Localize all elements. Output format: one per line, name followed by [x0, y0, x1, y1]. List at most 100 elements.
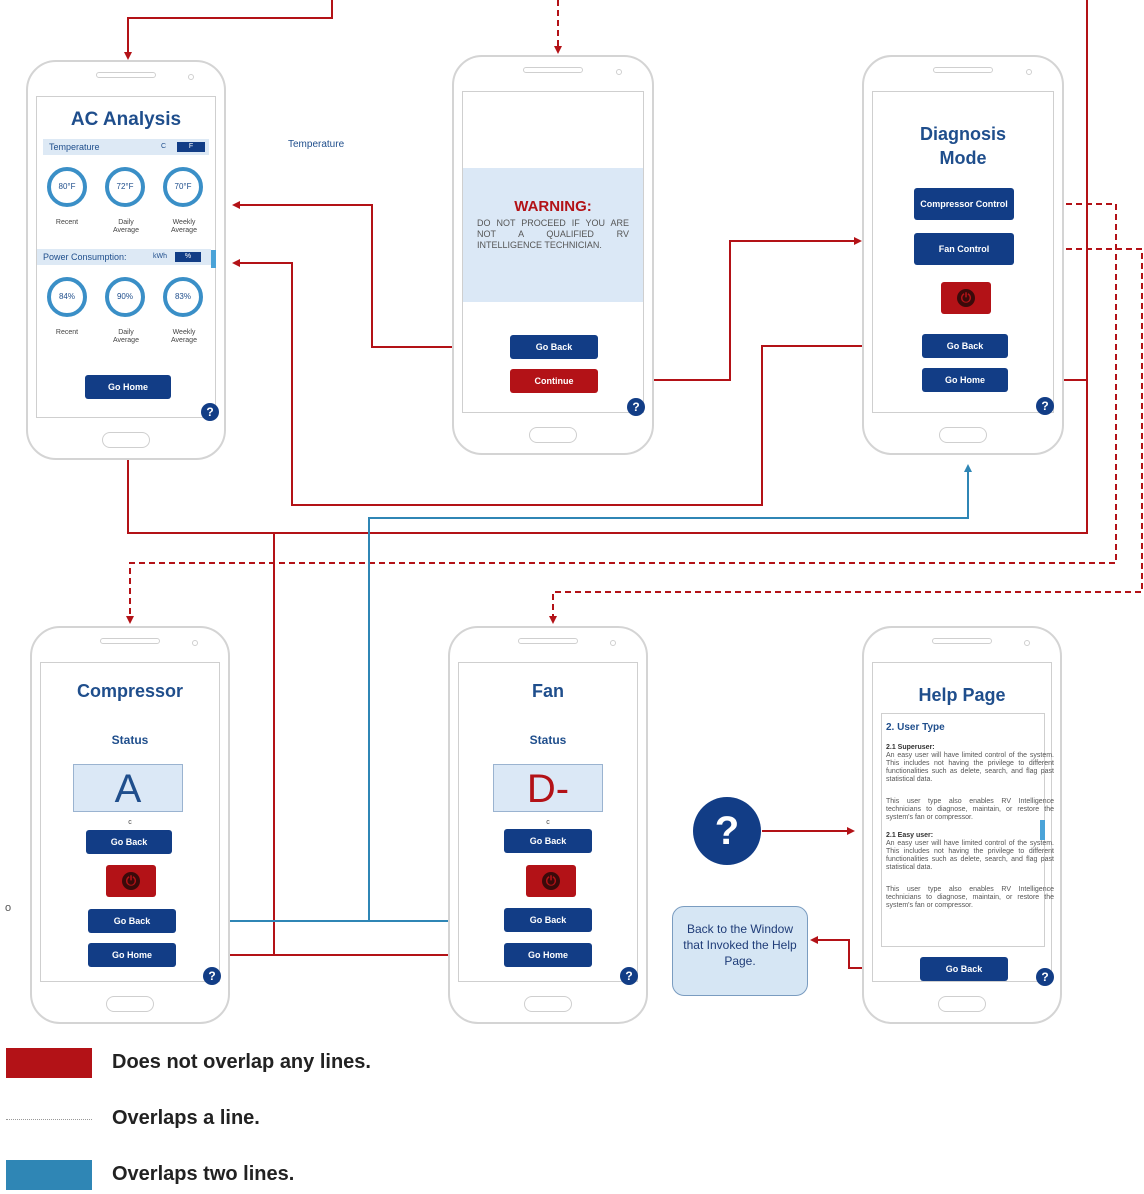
unit-f-toggle[interactable]: F	[177, 142, 205, 152]
warning-panel: WARNING: DO NOT PROCEED IF YOU ARE NOT A…	[463, 168, 643, 302]
go-back-button[interactable]: Go Back	[88, 909, 176, 933]
unit-c-toggle[interactable]: C	[161, 143, 167, 150]
go-back-button[interactable]: Go Back	[510, 335, 598, 359]
home-key[interactable]	[524, 996, 572, 1012]
power-icon: ⏻	[122, 872, 140, 890]
go-back-button[interactable]: Go Back	[922, 334, 1008, 358]
speaker-slot	[518, 638, 578, 644]
gauge-recent-temp: 80°F	[47, 167, 87, 207]
speaker-slot	[933, 67, 993, 73]
gauge-label: Recent	[55, 329, 79, 336]
power-icon: ⏻	[957, 289, 975, 307]
warning-screen: WARNING: DO NOT PROCEED IF YOU ARE NOT A…	[462, 91, 644, 413]
gauge-label: Recent	[55, 219, 79, 226]
scrollbar[interactable]	[211, 250, 216, 268]
gauge-weekly-power: 83%	[163, 277, 203, 317]
status-label: Status	[529, 733, 567, 747]
line-diagnosis-back-to-ac	[232, 259, 922, 506]
gauge-label: Daily Average	[113, 219, 139, 234]
legend-swatch-dotted	[6, 1119, 92, 1120]
line-compressor-control	[126, 203, 1117, 624]
continue-button[interactable]: Continue	[510, 369, 598, 393]
gauge-recent-power: 84%	[47, 277, 87, 317]
help-icon[interactable]: ?	[201, 403, 219, 421]
line-warning-back-to-ac	[232, 201, 508, 348]
line-fan-control	[549, 248, 1143, 624]
unit-kwh-toggle[interactable]: kWh	[153, 253, 167, 260]
phone-warning: WARNING: DO NOT PROCEED IF YOU ARE NOT A…	[452, 55, 654, 455]
camera-dot	[1026, 69, 1032, 75]
stray-mark: o	[5, 902, 12, 914]
fan-screen: Fan Status D- c	[458, 662, 638, 982]
status-label: Status	[111, 733, 149, 747]
home-key[interactable]	[102, 432, 150, 448]
power-button[interactable]: ⏻	[941, 282, 991, 314]
go-home-button[interactable]: Go Home	[504, 943, 592, 967]
phone-compressor: Compressor Status A c	[30, 626, 230, 1024]
help-icon[interactable]: ?	[627, 398, 645, 416]
compressor-control-button[interactable]: Compressor Control	[914, 188, 1014, 220]
legend-label: Does not overlap any lines.	[112, 1051, 371, 1073]
unit-pct-toggle[interactable]: %	[175, 252, 201, 262]
help-icon[interactable]: ?	[1036, 968, 1054, 986]
warning-body: DO NOT PROCEED IF YOU ARE NOT A QUALIFIE…	[477, 218, 629, 250]
help-paragraph: This user type also enables RV Intellige…	[886, 886, 1054, 909]
help-paragraph: This user type also enables RV Intellige…	[886, 798, 1054, 821]
page-title: AC Analysis	[70, 109, 182, 130]
legend-label: Overlaps two lines.	[112, 1163, 295, 1185]
home-key[interactable]	[938, 996, 986, 1012]
temperature-label: Temperature	[49, 142, 100, 152]
go-back-button[interactable]: Go Back	[504, 908, 592, 932]
power-icon: ⏻	[542, 872, 560, 890]
tiny-mark: c	[546, 819, 550, 826]
power-label: Power Consumption:	[43, 252, 127, 262]
go-back-button[interactable]: Go Back	[86, 830, 172, 854]
go-back-button[interactable]: Go Back	[504, 829, 592, 853]
page-title: Diagnosis Mode	[919, 124, 1007, 168]
page-title: Compressor	[76, 681, 184, 701]
go-home-button[interactable]: Go Home	[922, 368, 1008, 392]
camera-dot	[1024, 640, 1030, 646]
ac-screen: AC Analysis Temperature C F 80°F 72°F 70…	[36, 96, 216, 418]
go-home-button[interactable]: Go Home	[85, 375, 171, 399]
fan-control-button[interactable]: Fan Control	[914, 233, 1014, 265]
help-icon[interactable]: ?	[620, 967, 638, 985]
help-icon-large: ?	[693, 797, 761, 865]
go-back-button[interactable]: Go Back	[920, 957, 1008, 981]
help-section-heading: 2. User Type	[886, 722, 945, 733]
compressor-screen: Compressor Status A c	[40, 662, 220, 982]
power-button[interactable]: ⏻	[526, 865, 576, 897]
help-paragraph: An easy user will have limited control o…	[886, 840, 1054, 871]
page-title: Fan	[531, 681, 564, 701]
floating-temperature-label: Temperature	[288, 139, 345, 150]
line-continue-to-diagnosis	[598, 237, 862, 381]
gauge-daily-temp: 72°F	[105, 167, 145, 207]
gauge-label: Weekly Average	[171, 329, 197, 344]
gauge-weekly-temp: 70°F	[163, 167, 203, 207]
status-grade: A	[73, 764, 183, 812]
camera-dot	[616, 69, 622, 75]
legend-label: Overlaps a line.	[112, 1107, 260, 1129]
home-key[interactable]	[529, 427, 577, 443]
camera-dot	[610, 640, 616, 646]
help-icon[interactable]: ?	[203, 967, 221, 985]
help-icon[interactable]: ?	[1036, 397, 1054, 415]
line-top-right-trunk	[127, 0, 1088, 534]
power-button[interactable]: ⏻	[106, 865, 156, 897]
status-grade: D-	[493, 764, 603, 812]
go-home-button[interactable]: Go Home	[88, 943, 176, 967]
camera-dot	[188, 74, 194, 80]
power-bar: Power Consumption: kWh %	[37, 249, 211, 265]
gauge-label: Daily Average	[113, 329, 139, 344]
camera-dot	[192, 640, 198, 646]
gauge-label: Weekly Average	[171, 219, 197, 234]
scrollbar[interactable]	[1040, 820, 1045, 840]
help-paragraph: An easy user will have limited control o…	[886, 752, 1054, 783]
speaker-slot	[523, 67, 583, 73]
home-key[interactable]	[106, 996, 154, 1012]
home-key[interactable]	[939, 427, 987, 443]
line-into-ac	[124, 0, 333, 60]
tiny-mark: c	[128, 819, 132, 826]
help-content-frame: 2. User Type 2.1 Superuser: An easy user…	[881, 713, 1054, 947]
